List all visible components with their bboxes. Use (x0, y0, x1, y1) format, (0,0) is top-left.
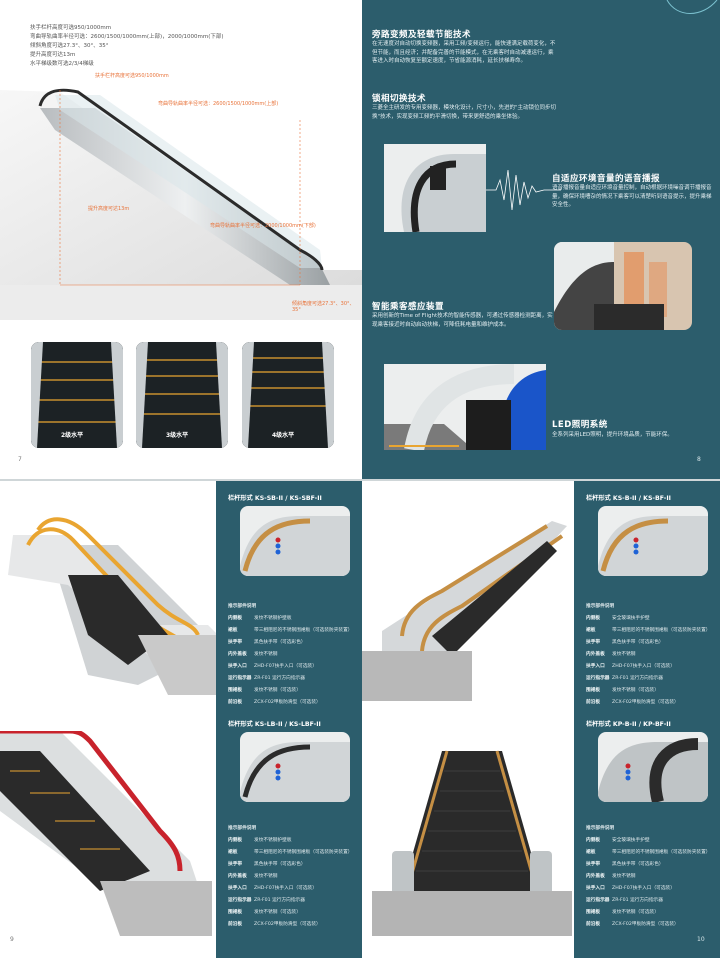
title-ks-lb: 栏杆形式 KS-LB-II / KS-LBF-II (228, 721, 321, 728)
bullet: 倾斜角度可选27.3°、30°、35° (30, 43, 109, 49)
spec-table-top: 推示部件说明 内侧板安全玻璃扶手护壁 裙板带三相阻尼的不锈钢围裙板（可选装防夹装… (586, 601, 710, 709)
handrail-detail-photo-bottom (598, 732, 708, 802)
spec-table-bottom: 推示部件说明 内侧板安全玻璃扶手护壁 裙板带三相阻尼的不锈钢围裙板（可选装防夹装… (586, 823, 710, 931)
page-number: 7 (18, 456, 22, 463)
step-label-4: 4级水平 (272, 432, 295, 439)
step-label-3: 3级水平 (166, 432, 189, 439)
bullet: 弯曲导轨曲率半径可选：2600/1500/1000mm(上部)，2000/100… (30, 34, 224, 40)
bullet-list: 扶手栏杆高度可选950/1000mm 弯曲导轨曲率半径可选：2600/1500/… (30, 24, 224, 69)
page-8: 旁路变频及轻载节能技术 在无速度对自动切换变频器，采用工频/变频运行，能快速满足… (362, 0, 720, 479)
photo-voice-speaker (384, 144, 486, 233)
spread-divider (0, 479, 720, 481)
section-text-phase-lock: 三菱全主研发的专用变频器，模块化设计，尺寸小，先进的"主动锁位同步切换"技术，实… (372, 105, 557, 120)
escalator-illustration-ks-b (362, 521, 567, 701)
page-number: 8 (697, 456, 701, 463)
spec-header: 推示部件说明 (586, 826, 615, 831)
step-thumbnail-3: 3级水平 (136, 342, 228, 448)
section-text-led: 全系列采用LED照明，提升环境品质，节能环保。 (552, 432, 673, 438)
page-9-side-panel: 栏杆形式 KS-SB-II / KS-SBF-II 推示部件说明 内侧板发纹不锈… (216, 481, 362, 958)
handrail-detail-photo-top (598, 506, 708, 576)
spec-header: 推示部件说明 (228, 826, 257, 831)
section-title-bypass: 旁路变频及轻载节能技术 (372, 30, 472, 40)
page-number: 9 (10, 936, 14, 943)
section-title-sensor: 智能乘客感应装置 (372, 302, 445, 312)
spec-header: 推示部件说明 (228, 604, 257, 609)
bullet: 提升高度可达13m (30, 52, 76, 58)
decorative-curve-icon (666, 0, 718, 14)
section-text-bypass: 在无速度对自动切换变频器，采用工频/变频运行，能快速满足载荷变化，不但节能，而且… (372, 41, 556, 65)
spec-header: 推示部件说明 (586, 604, 615, 609)
page-10-side-panel: 栏杆形式 KS-B-II / KS-BF-II 推示部件说明 内侧板安全玻璃扶手… (574, 481, 720, 958)
step-thumbnail-4: 4级水平 (242, 342, 334, 448)
spec-table-bottom: 推示部件说明 内侧板发纹不锈钢护壁板 裙板带三相阻尼的不锈钢围裙板（可选装防夹装… (228, 823, 352, 931)
bullet: 扶手栏杆高度可选950/1000mm (30, 25, 112, 31)
page-10: 栏杆形式 KS-B-II / KS-BF-II 推示部件说明 内侧板安全玻璃扶手… (362, 481, 720, 958)
escalator-illustration-ks-sb (8, 517, 218, 695)
page-7: 扶手栏杆高度可选950/1000mm 弯曲导轨曲率半径可选：2600/1500/… (0, 0, 362, 479)
escalator-illustration-kp-b (372, 750, 572, 936)
page-number: 10 (697, 936, 705, 943)
handrail-detail-photo-bottom (240, 732, 350, 802)
annotation-incline: 倾斜角度可选27.3°、30°、35° (292, 301, 355, 313)
title-ks-sb: 栏杆形式 KS-SB-II / KS-SBF-II (228, 495, 322, 502)
photo-sensor (554, 242, 692, 330)
annotation-lower-radius: 弯曲导轨曲率半径可选：2000/1000mm(下部) (210, 223, 316, 229)
escalator-elevation-illustration (0, 88, 362, 320)
section-title-phase-lock: 锁相切换技术 (372, 94, 427, 104)
annotation-upper-radius: 弯曲导轨曲率半径可选：2600/1500/1000mm(上部) (158, 101, 279, 107)
annotation-rise: 提升高度可达13m (88, 206, 130, 212)
section-text-sensor: 采用创新的Time of Flight技术的智能传感器，可通过传感器检测距离，实… (372, 313, 553, 328)
spec-table-top: 推示部件说明 内侧板发纹不锈钢护壁板 裙板带三相阻尼的不锈钢围裙板（可选装防夹装… (228, 601, 352, 709)
section-title-voice: 自适应环境音量的语音播报 (552, 174, 661, 184)
title-kp-b: 栏杆形式 KP-B-II / KP-BF-II (586, 721, 671, 728)
bullet: 水平梯级数可选2/3/4梯级 (30, 61, 94, 67)
step-label-2: 2级水平 (61, 432, 84, 439)
title-ks-b: 栏杆形式 KS-B-II / KS-BF-II (586, 495, 671, 502)
sound-wave-icon (486, 169, 561, 211)
step-thumbnail-2: 2级水平 (31, 342, 123, 448)
section-title-led: LED照明系统 (552, 420, 608, 430)
handrail-detail-photo-top (240, 506, 350, 576)
annotation-handrail-height: 扶手栏杆高度可选950/1000mm (95, 73, 169, 79)
photo-led-lighting (384, 364, 546, 453)
escalator-illustration-ks-lb (0, 731, 212, 936)
section-text-voice: 语音播报音量自适应环境音量控制，自动根据环境噪音调节播报音量，确保环境嘈杂的情况… (552, 185, 712, 209)
page-9: 栏杆形式 KS-SB-II / KS-SBF-II 推示部件说明 内侧板发纹不锈… (0, 481, 362, 958)
